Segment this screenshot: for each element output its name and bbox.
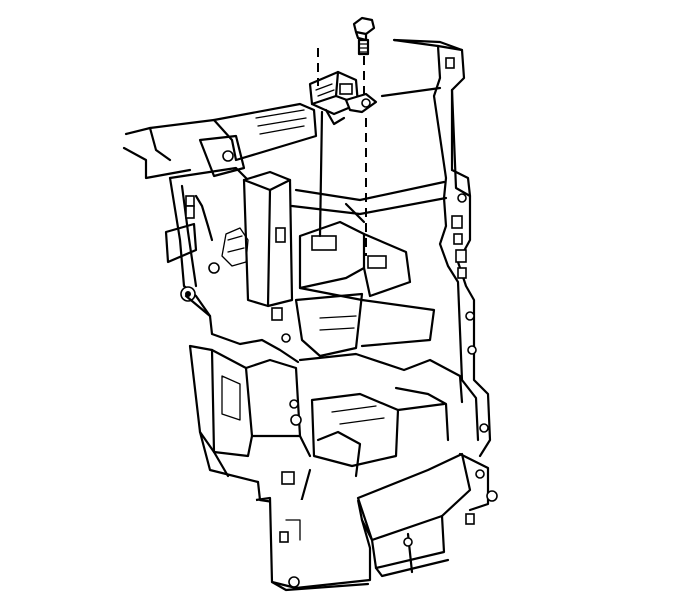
bolt <box>352 16 376 56</box>
left-upper-arm <box>122 102 318 180</box>
instrument-panel-carrier <box>164 166 498 592</box>
right-side-rail <box>290 38 492 479</box>
leader-line <box>380 86 442 98</box>
alignment-lines <box>317 48 367 256</box>
sensor-connector <box>308 70 378 126</box>
